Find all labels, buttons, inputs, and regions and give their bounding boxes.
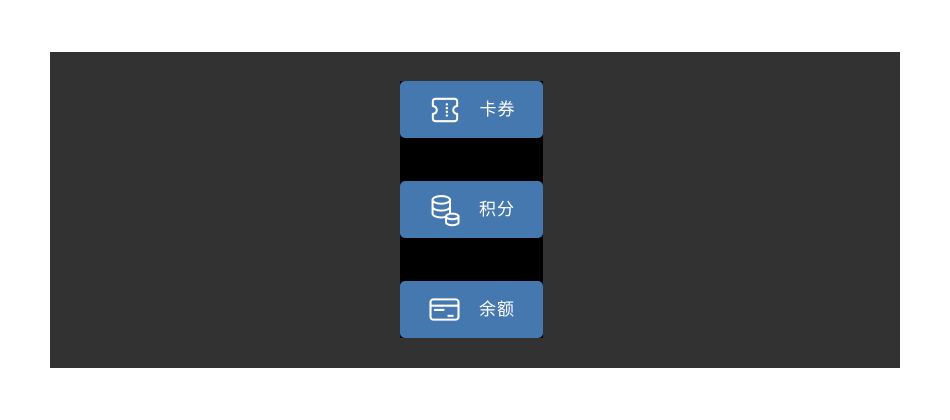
dark-overlay-panel: 卡券 积分 余额 [50, 52, 900, 368]
menu-item-points-label: 积分 [479, 200, 515, 219]
menu-item-coupons[interactable]: 卡券 [400, 81, 543, 138]
menu-item-balance-label: 余额 [479, 300, 515, 319]
menu-item-balance[interactable]: 余额 [400, 281, 543, 338]
coins-icon [431, 194, 460, 226]
ticket-icon [431, 97, 458, 122]
menu-item-coupons-label: 卡券 [479, 100, 516, 119]
bank-card-icon [429, 298, 460, 321]
quick-menu: 卡券 积分 余额 [400, 81, 543, 338]
menu-item-points[interactable]: 积分 [400, 181, 543, 238]
